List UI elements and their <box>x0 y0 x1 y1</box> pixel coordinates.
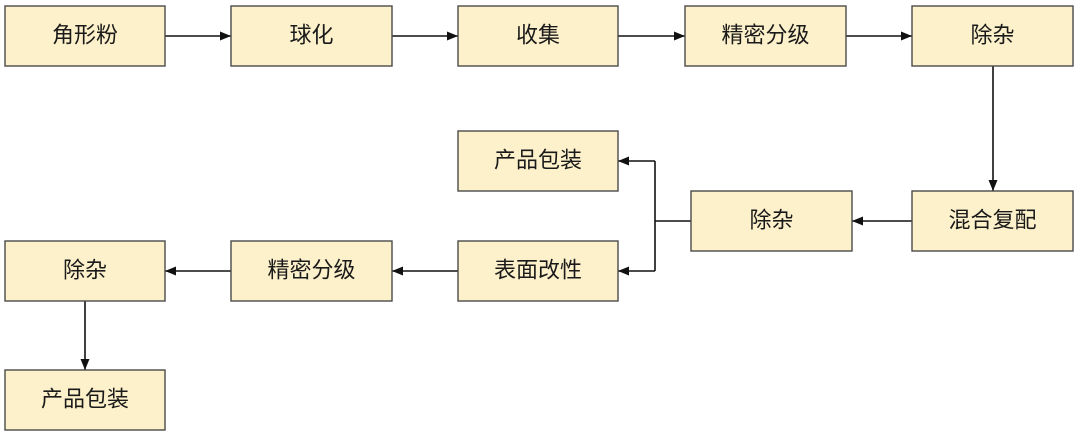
node-precise-classification: 精密分级 <box>684 5 847 67</box>
node-impurity-removal: 除杂 <box>911 5 1074 67</box>
node-label: 球化 <box>289 24 333 49</box>
node-precise-classification-2: 精密分级 <box>230 240 393 302</box>
node-label: 收集 <box>516 24 560 49</box>
node-impurity-removal-3: 除杂 <box>4 240 166 302</box>
node-label: 精密分级 <box>267 259 355 284</box>
node-label: 除杂 <box>749 209 793 234</box>
node-label: 产品包装 <box>494 149 582 174</box>
node-product-packaging: 产品包装 <box>457 130 619 192</box>
node-label: 除杂 <box>63 259 107 284</box>
node-label: 除杂 <box>970 24 1014 49</box>
node-label: 角形粉 <box>52 24 118 49</box>
node-product-packaging-final: 产品包装 <box>4 369 166 431</box>
node-surface-modification: 表面改性 <box>457 240 619 302</box>
node-label: 产品包装 <box>41 388 129 413</box>
node-collection: 收集 <box>457 5 619 67</box>
node-label: 混合复配 <box>948 209 1036 234</box>
edges <box>80 31 998 370</box>
node-spheroidization: 球化 <box>230 5 393 67</box>
node-label: 精密分级 <box>721 24 809 49</box>
node-mixing-compounding: 混合复配 <box>911 190 1074 252</box>
node-impurity-removal-2: 除杂 <box>690 190 853 252</box>
node-angular-powder: 角形粉 <box>4 5 166 67</box>
node-label: 表面改性 <box>494 259 582 284</box>
